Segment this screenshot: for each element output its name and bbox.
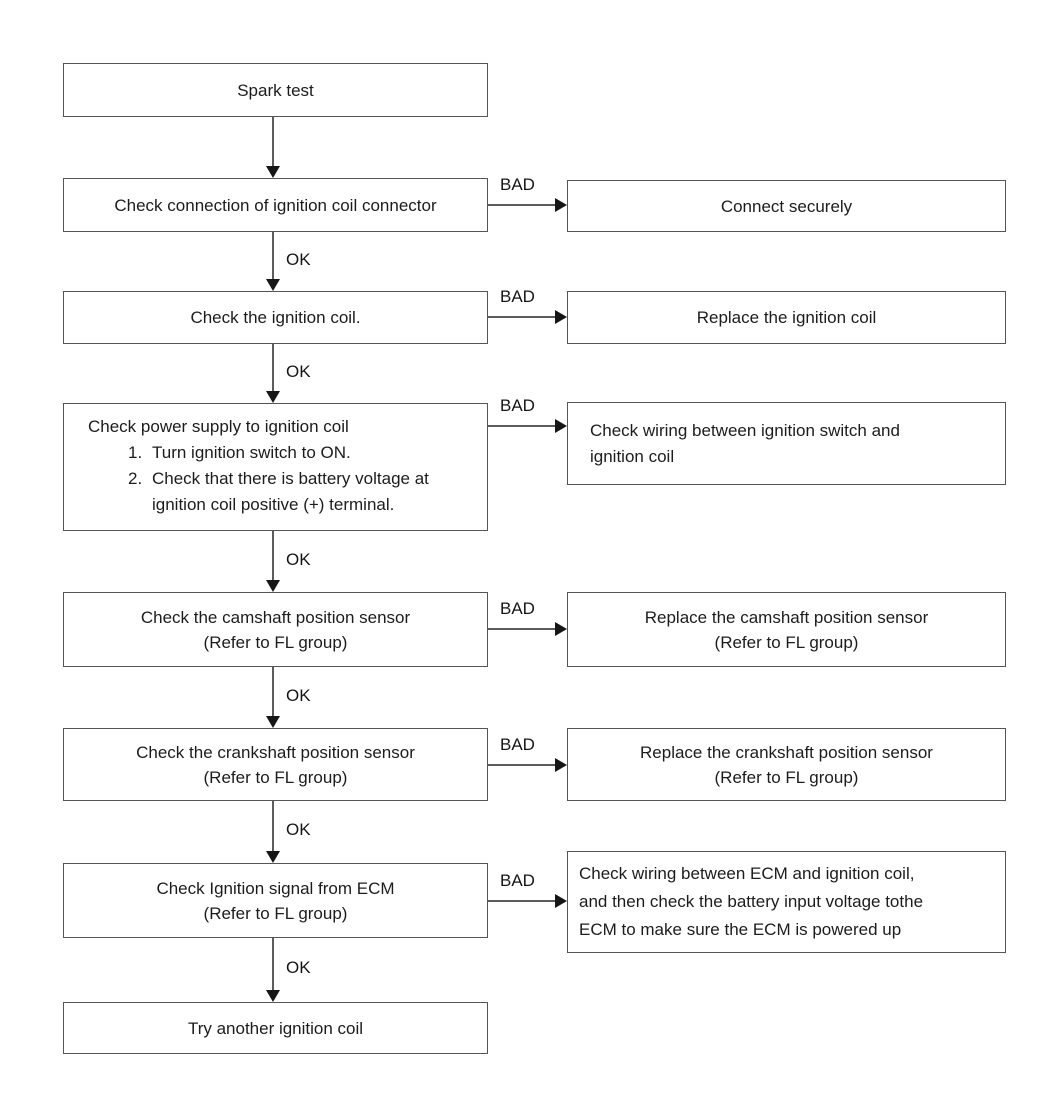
node-check-camshaft-sensor-label: Check the camshaft position sensor (Refe… [140,607,411,652]
node-connect-securely-label: Connect securely [720,196,853,216]
node-check-ignition-signal-label: Check Ignition signal from ECM (Refer to… [156,878,395,923]
ok-label: OK [286,820,311,839]
bad-label: BAD [500,599,535,618]
flow-line-bad-signal [488,900,555,902]
flow-line-bad-coil [488,316,555,318]
power-supply-step-1-text: Turn ignition switch to ON. [152,443,351,462]
down-arrowhead-icon [266,580,280,592]
node-spark-test-label: Spark test [237,80,314,100]
right-arrowhead-icon [555,894,567,908]
node-check-connection: Check connection of ignition coil connec… [63,178,488,232]
down-arrowhead-icon [266,166,280,178]
flow-line-bad-power [488,425,555,427]
node-check-ignition-coil-label: Check the ignition coil. [190,308,361,327]
bad-label: BAD [500,396,535,415]
node-replace-ignition-coil: Replace the ignition coil [567,291,1006,344]
ok-label: OK [286,686,311,705]
node-check-crankshaft-sensor: Check the crankshaft position sensor (Re… [63,728,488,801]
flow-line-power-to-camshaft [272,531,274,580]
down-arrowhead-icon [266,391,280,403]
node-replace-crankshaft-sensor: Replace the crankshaft position sensor (… [567,728,1006,801]
node-check-wiring-ignition-switch-label: Check wiring between ignition switch and… [590,420,900,466]
node-try-another-coil: Try another ignition coil [63,1002,488,1054]
bad-label: BAD [500,735,535,754]
node-try-another-coil-label: Try another ignition coil [187,1018,364,1038]
right-arrowhead-icon [555,198,567,212]
node-check-camshaft-sensor: Check the camshaft position sensor (Refe… [63,592,488,667]
ok-label: OK [286,250,311,269]
right-arrowhead-icon [555,419,567,433]
node-check-wiring-ignition-switch: Check wiring between ignition switch and… [567,402,1006,485]
node-check-power-supply: Check power supply to ignition coil 1. T… [63,403,488,531]
node-spark-test: Spark test [63,63,488,117]
flow-line-camshaft-to-crankshaft [272,667,274,716]
flow-line-bad-camshaft [488,628,555,630]
power-supply-step-2: 2. Check that there is battery voltage a… [128,466,479,518]
node-check-wiring-ecm: Check wiring between ECM and ignition co… [567,851,1006,953]
down-arrowhead-icon [266,990,280,1002]
node-connect-securely: Connect securely [567,180,1006,232]
node-check-ignition-coil: Check the ignition coil. [63,291,488,344]
node-check-crankshaft-sensor-label: Check the crankshaft position sensor (Re… [136,742,415,787]
flow-line-bad-crankshaft [488,764,555,766]
down-arrowhead-icon [266,716,280,728]
flow-line-signal-to-try [272,938,274,990]
node-check-connection-label: Check connection of ignition coil connec… [114,195,437,215]
power-supply-step-1: 1. Turn ignition switch to ON. [128,440,479,466]
down-arrowhead-icon [266,851,280,863]
ok-label: OK [286,958,311,977]
ok-label: OK [286,550,311,569]
power-supply-step-2-number: 2. [128,469,143,488]
down-arrowhead-icon [266,279,280,291]
flow-line-bad-connection [488,204,555,206]
flow-line-coil-to-power [272,344,274,391]
right-arrowhead-icon [555,758,567,772]
flow-line-connection-to-coil [272,232,274,279]
bad-label: BAD [500,871,535,890]
node-replace-ignition-coil-label: Replace the ignition coil [696,308,877,327]
bad-label: BAD [500,175,535,194]
node-replace-crankshaft-sensor-label: Replace the crankshaft position sensor (… [640,742,933,787]
node-check-wiring-ecm-label: Check wiring between ECM and ignition co… [579,864,924,939]
right-arrowhead-icon [555,622,567,636]
node-replace-camshaft-sensor: Replace the camshaft position sensor (Re… [567,592,1006,667]
bad-label: BAD [500,287,535,306]
node-check-power-supply-title: Check power supply to ignition coil [88,417,349,436]
flow-line-crankshaft-to-signal [272,801,274,851]
node-replace-camshaft-sensor-label: Replace the camshaft position sensor (Re… [644,607,929,652]
ok-label: OK [286,362,311,381]
power-supply-step-2-text: Check that there is battery voltage at i… [152,469,429,514]
right-arrowhead-icon [555,310,567,324]
node-check-ignition-signal: Check Ignition signal from ECM (Refer to… [63,863,488,938]
power-supply-step-1-number: 1. [128,443,143,462]
flow-line-spark-to-connection [272,117,274,166]
